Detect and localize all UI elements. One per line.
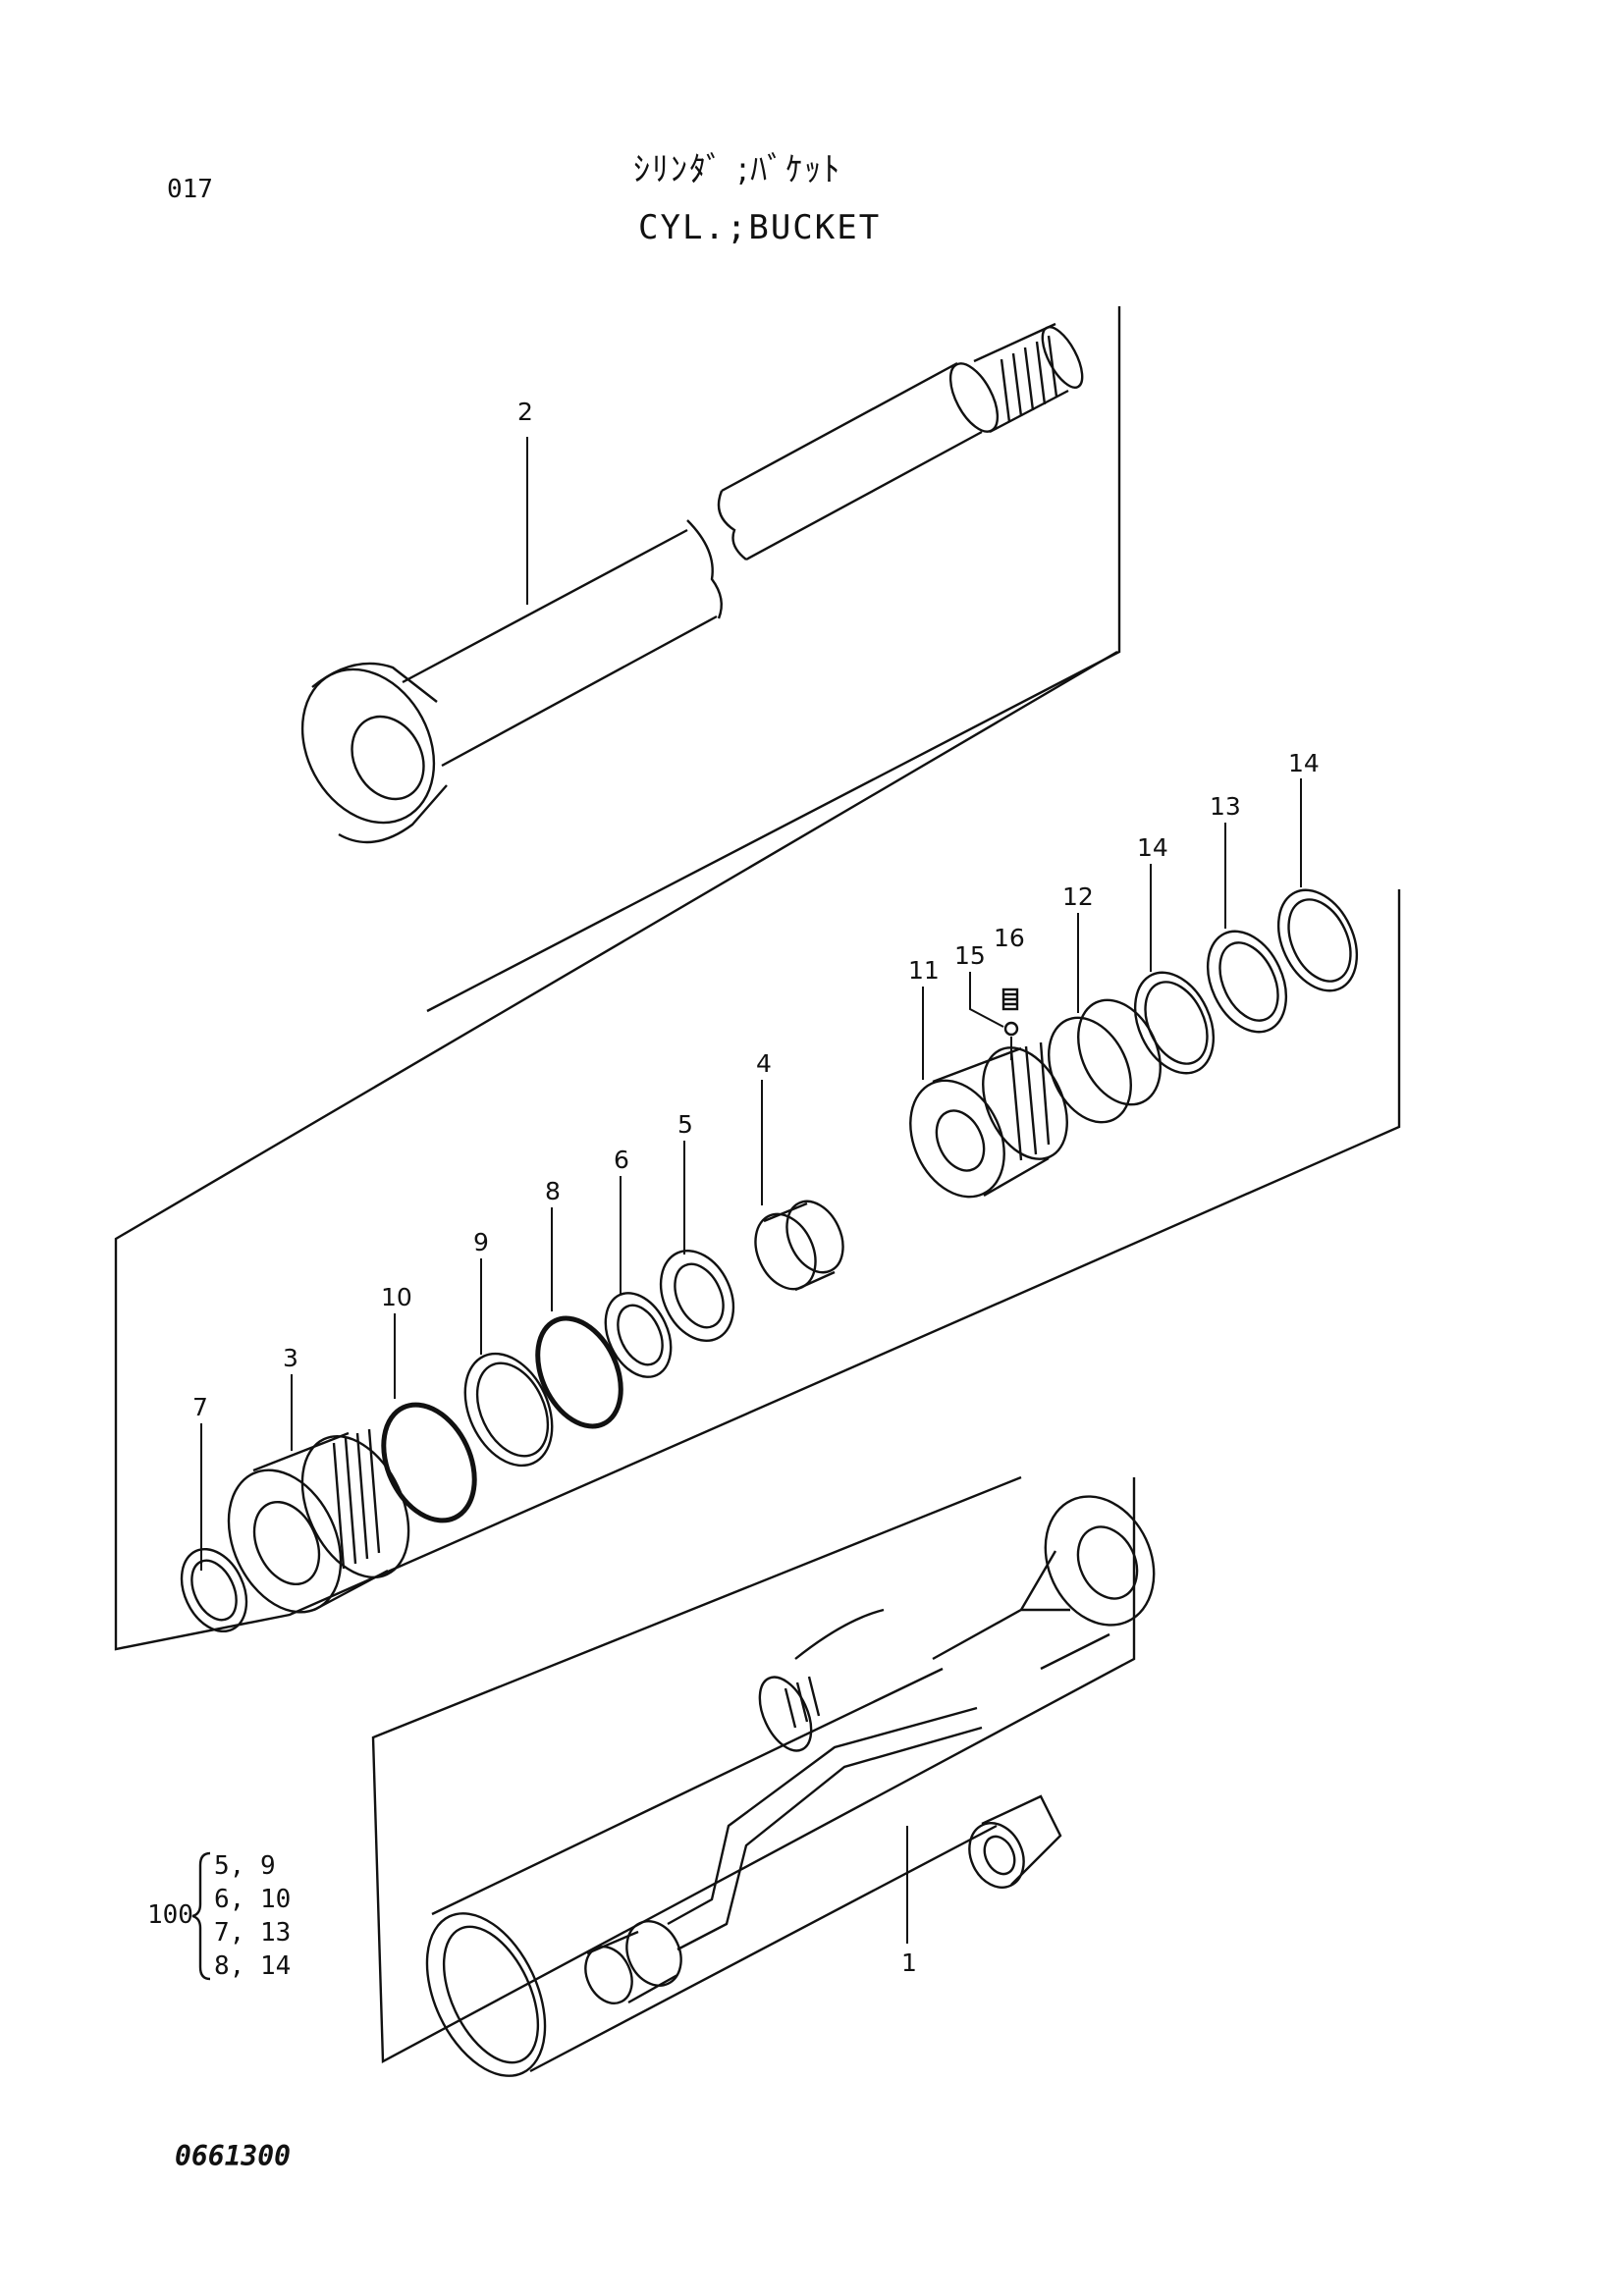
part-14-ring-b <box>1276 778 1359 992</box>
rod-panel <box>300 306 1121 1013</box>
part-5-rod-seal <box>659 1141 735 1343</box>
label-part-10: 10 <box>381 1283 412 1311</box>
label-part-2: 2 <box>517 398 533 426</box>
label-part-9: 9 <box>473 1228 489 1256</box>
seal-kit-row: 7, 13 <box>214 1918 292 1948</box>
drawing-code: 0661300 <box>175 2140 292 2172</box>
label-part-12: 12 <box>1062 882 1094 911</box>
seal-kit-label: 100 <box>147 1900 193 1930</box>
label-part-13: 13 <box>1210 792 1241 821</box>
label-part-8: 8 <box>545 1177 561 1205</box>
part-6-seal-ring <box>604 1176 673 1378</box>
cylinder-tube-panel <box>371 1475 1156 2077</box>
rod-panel-frame <box>426 306 1121 1013</box>
part-3-rod-cover <box>227 1374 410 1614</box>
cylinder-tube-panel-frame <box>371 1475 1136 2063</box>
seal-kit-row: 5, 9 <box>214 1851 276 1881</box>
part-10-o-ring <box>381 1313 477 1523</box>
seal-parts-panel <box>114 650 1401 1651</box>
label-part-5: 5 <box>677 1110 693 1139</box>
title-english: CYL.;BUCKET <box>638 208 882 247</box>
part-9-backup-ring <box>463 1258 554 1468</box>
label-part-4: 4 <box>756 1049 772 1078</box>
part-14-ring-a <box>1133 864 1216 1075</box>
part-12-wear-ring <box>1048 913 1162 1124</box>
label-part-1: 1 <box>901 1949 917 1977</box>
part-16-set-screw <box>1001 988 1019 1011</box>
part-15-steel-ball <box>969 972 1019 1060</box>
label-part-11: 11 <box>908 956 940 985</box>
part-4-bushing <box>754 1080 844 1292</box>
part-13-piston-seal <box>1206 823 1288 1034</box>
label-part-3: 3 <box>283 1344 298 1372</box>
cylinder-tube <box>425 1495 1156 2077</box>
label-part-7: 7 <box>192 1393 208 1421</box>
page-number: 017 <box>167 175 213 204</box>
part-7-retaining-ring <box>180 1423 248 1633</box>
seal-kit-brace <box>191 1851 211 1981</box>
label-part-6: 6 <box>614 1146 629 1174</box>
seal-kit-row: 6, 10 <box>214 1885 292 1914</box>
piston-rod <box>300 322 1084 844</box>
label-part-15: 15 <box>954 941 986 970</box>
label-part-14: 14 <box>1288 749 1320 777</box>
seal-parts-panel-frame <box>114 650 1401 1651</box>
label-part-16: 16 <box>994 924 1025 952</box>
label-part-14: 14 <box>1137 833 1168 862</box>
title-japanese: ｼﾘﾝﾀﾞ ;ﾊﾞｹｯﾄ <box>633 150 842 189</box>
part-11-piston <box>909 987 1068 1199</box>
seal-kit-row: 8, 14 <box>214 1951 292 1981</box>
part-8-o-ring <box>535 1207 623 1429</box>
